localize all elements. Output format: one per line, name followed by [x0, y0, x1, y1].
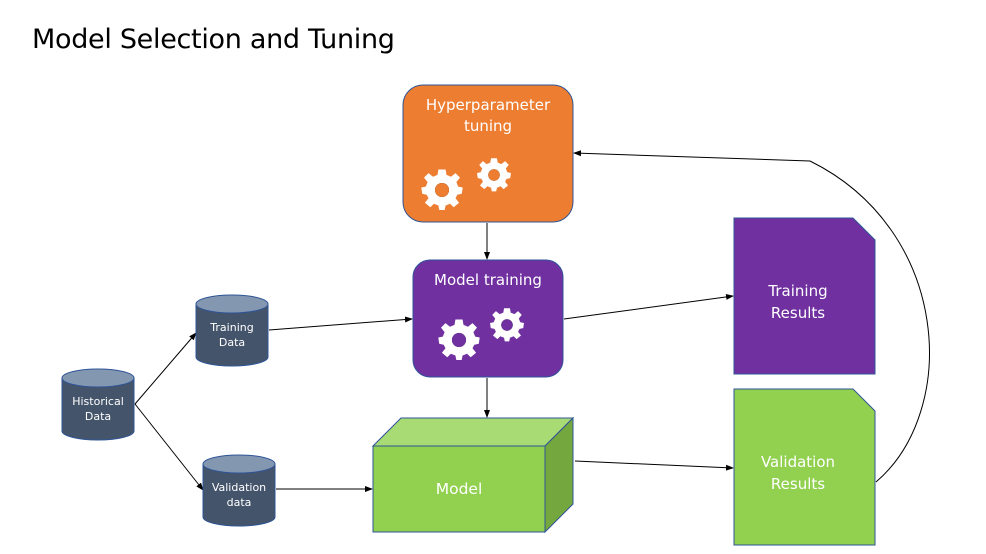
gear-large-icon: [421, 169, 463, 210]
gear-small-icon: [490, 308, 524, 342]
gears-icon: [421, 158, 511, 210]
training-results-node[interactable]: Training Results: [733, 217, 876, 375]
edge-validation-results-to-hyperparameter: [573, 150, 930, 483]
historical-data-node[interactable]: Historical Data: [61, 368, 135, 441]
model-training-label: Model training: [434, 271, 542, 289]
validation-data-label-line2: data: [227, 496, 252, 509]
gear-large-icon: [438, 319, 480, 360]
edge-historical-to-training-data: [134, 332, 197, 405]
page-title: Model Selection and Tuning: [32, 24, 395, 55]
edge-model-training-to-training-results: [563, 293, 734, 320]
model-label: Model: [436, 480, 483, 498]
validation-data-node[interactable]: Validation data: [202, 454, 276, 527]
training-results-label-line1: Training: [767, 282, 827, 300]
validation-results-node[interactable]: Validation Results: [733, 388, 876, 546]
historical-data-label-line2: Data: [85, 410, 111, 423]
training-data-node[interactable]: Training Data: [195, 294, 269, 367]
gear-small-icon: [477, 158, 511, 192]
edge-historical-to-validation-data: [134, 403, 204, 491]
model-training-node[interactable]: Model training: [412, 259, 564, 378]
edge-training-data-to-model-training: [268, 316, 413, 331]
training-data-label-line2: Data: [219, 336, 245, 349]
edges: [134, 150, 930, 492]
hyperparameter-label-line1: Hyperparameter: [426, 96, 551, 114]
edge-model-to-validation-results: [574, 460, 734, 471]
historical-data-label-line1: Historical: [72, 395, 124, 408]
training-results-label-line2: Results: [771, 304, 825, 322]
validation-results-label-line2: Results: [771, 475, 825, 493]
validation-results-label-line1: Validation: [761, 453, 835, 471]
hyperparameter-label-line2: tuning: [464, 117, 512, 135]
gears-icon: [438, 308, 524, 360]
hyperparameter-tuning-node[interactable]: Hyperparameter tuning: [402, 84, 574, 223]
validation-data-label-line1: Validation: [212, 481, 266, 494]
model-node[interactable]: Model: [371, 416, 575, 534]
training-data-label-line1: Training: [209, 321, 253, 334]
